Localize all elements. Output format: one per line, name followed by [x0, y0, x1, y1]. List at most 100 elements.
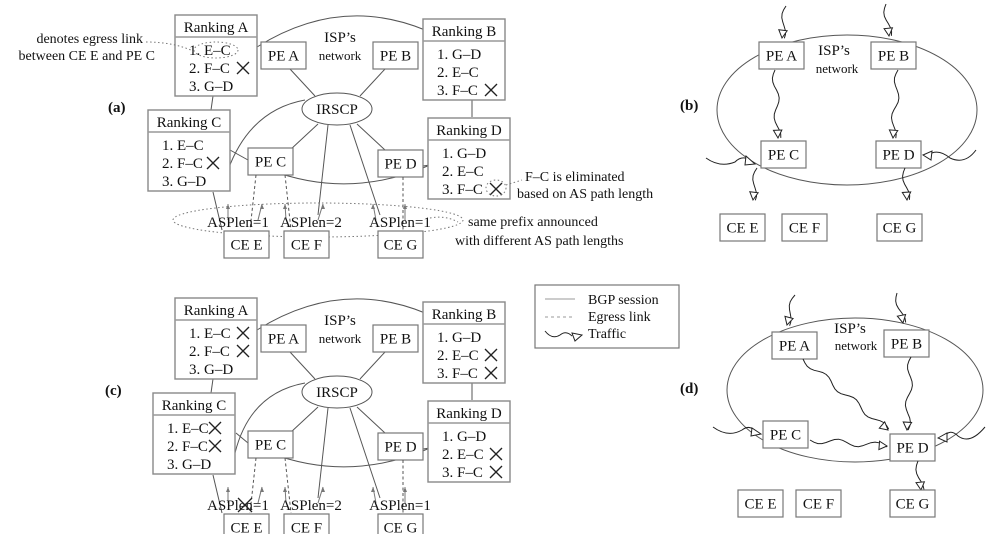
traffic-arrow-icon: [784, 315, 795, 327]
x-stroke: [236, 344, 250, 358]
ranking-item: 3. F–C: [437, 366, 478, 382]
ranking-d-table: Ranking D1. G–D2. E–C3. F–C: [427, 117, 511, 200]
bgp-session-line: [289, 351, 316, 380]
irscp-node: [301, 375, 373, 409]
eliminated-x-icon: [237, 497, 253, 513]
ranking-rect: [427, 400, 511, 483]
ranking-item: 2. E–C: [442, 447, 484, 463]
ranking-a-table: Ranking A1. E–C2. F–C3. G–D: [174, 297, 258, 380]
pe-d-router-label: PE D: [384, 157, 416, 173]
traffic-arrow-icon: [901, 191, 912, 202]
x-stroke: [489, 465, 503, 479]
ranking-rect: [422, 301, 506, 384]
ce-e-router-rect: [737, 489, 784, 518]
ranking-item: 1. G–D: [442, 146, 486, 162]
pe-b-router-rect: [883, 329, 930, 358]
ce-g-router: CE G: [876, 213, 923, 242]
traffic-path: [705, 157, 751, 165]
ranking-item: 2. E–C: [437, 65, 479, 81]
bgp-session-line: [289, 406, 319, 434]
legend-traffic-label: Traffic: [588, 327, 626, 342]
network-boundary-top: [256, 298, 426, 331]
pe-b-router-label: PE B: [380, 332, 411, 348]
ce-g-router-label: CE G: [883, 221, 917, 237]
ranking-item: 1. G–D: [442, 429, 486, 445]
pe-b-router: PE B: [870, 41, 917, 70]
ranking-a-table: Ranking A1. E–C2. F–C3. G–D: [174, 14, 258, 97]
egress-link: [249, 457, 257, 514]
eliminated-x-icon: [489, 465, 503, 479]
announcement-arrowhead-icon: [321, 204, 325, 209]
pe-a-router: PE A: [260, 41, 307, 70]
ranking-rect: [427, 117, 511, 200]
ranking-item: 2. E–C: [437, 348, 479, 364]
ranking-title: Ranking C: [162, 398, 227, 414]
ranking-rect: [174, 297, 258, 380]
traffic-arrow-icon: [778, 29, 789, 40]
ranking-item: 1. E–C: [162, 138, 204, 154]
pe-b-router: PE B: [372, 41, 419, 70]
pe-a-router-rect: [260, 324, 307, 353]
pe-b-router: PE B: [372, 324, 419, 353]
x-stroke: [484, 366, 498, 380]
pe-c-router: PE C: [247, 147, 294, 176]
pe-b-router-rect: [870, 41, 917, 70]
pe-d-router-label: PE D: [896, 441, 928, 457]
ce-g-router: CE G: [377, 230, 424, 259]
asplen-label: ASPlen=2: [280, 498, 342, 514]
pe-d-router-label: PE D: [384, 440, 416, 456]
pe-d-router-rect: [889, 433, 936, 462]
traffic-arrow-icon: [772, 129, 783, 140]
x-stroke: [208, 439, 222, 453]
traffic-path: [927, 149, 977, 161]
eliminated-x-icon: [236, 344, 250, 358]
irscp-label: IRSCP: [316, 102, 358, 118]
bgp-session-line: [359, 68, 386, 97]
pe-a-router-label: PE A: [268, 332, 299, 348]
pe-c-router-label: PE C: [770, 428, 801, 444]
pe-c-router-label: PE C: [768, 148, 799, 164]
ranking-item: 3. G–D: [162, 174, 206, 190]
network-boundary-top: [256, 15, 426, 48]
x-stroke: [484, 348, 498, 362]
pe-a-router: PE A: [260, 324, 307, 353]
egress-link: [284, 457, 292, 514]
pe-c-router: PE C: [760, 140, 807, 169]
announcement-arrowhead-icon: [321, 487, 325, 492]
ranking-item: 1. E–C: [189, 43, 231, 59]
isp-network-boundary: [716, 34, 978, 186]
ce-f-router-label: CE F: [803, 497, 834, 513]
ce-g-router-rect: [876, 213, 923, 242]
annotation-same-prefix: same prefix announced with different AS …: [429, 215, 624, 249]
pe-a-router: PE A: [758, 41, 805, 70]
traffic-arrow-icon: [896, 313, 907, 325]
ce-g-router-rect: [377, 513, 424, 534]
announcement-arrowhead-icon: [283, 487, 287, 492]
x-stroke: [237, 497, 253, 513]
ce-f-router-label: CE F: [291, 238, 322, 254]
pe-c-router-rect: [247, 430, 294, 459]
traffic-path: [712, 426, 757, 434]
ce-g-router-label: CE G: [896, 497, 930, 513]
eliminated-x-icon: [236, 326, 250, 340]
traffic-path: [802, 358, 890, 430]
traffic-path: [809, 438, 888, 448]
x-stroke: [208, 421, 222, 435]
annotation-prefix-text-2: with different AS path lengths: [455, 234, 624, 249]
announcement-arrowhead-icon: [371, 487, 375, 492]
pe-b-router-label: PE B: [891, 337, 922, 353]
pe-c-router: PE C: [762, 420, 809, 449]
asplen-label: ASPlen=1: [369, 498, 431, 514]
pe-c-router-rect: [760, 140, 807, 169]
eliminated-x-icon: [236, 61, 250, 75]
traffic-arrow-icon: [750, 427, 763, 437]
pe-d-router-rect: [377, 149, 424, 178]
pe-d-router-rect: [875, 140, 922, 169]
pe-d-router: PE D: [889, 433, 936, 462]
asplen-label: ASPlen=1: [207, 215, 269, 231]
network-boundary-left: [234, 382, 306, 454]
pe-c-router-label: PE C: [255, 438, 286, 454]
legend-traffic-line: [544, 330, 573, 338]
announcement-arrowhead-icon: [371, 204, 375, 209]
